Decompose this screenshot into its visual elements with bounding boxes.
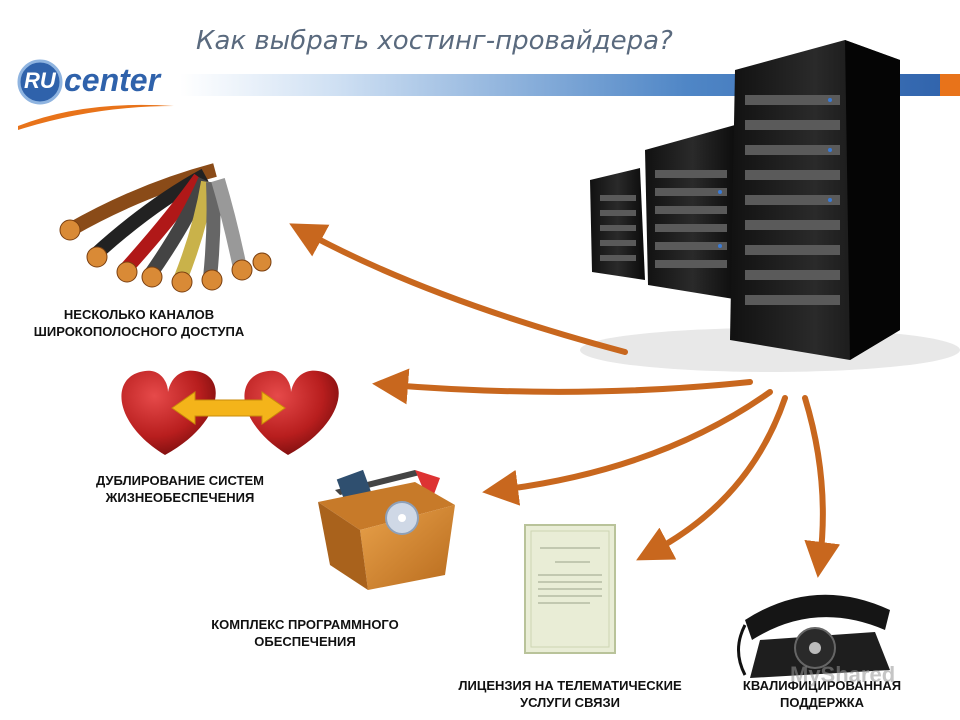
label-redundancy-line2: ЖИЗНЕОБЕСПЕЧЕНИЯ <box>105 490 255 505</box>
label-support-line1: КВАЛИФИЦИРОВАННАЯ <box>742 678 902 693</box>
logo-graphic <box>17 59 174 130</box>
connector-arrows <box>289 223 841 578</box>
label-redundancy-line1: ДУБЛИРОВАНИЕ СИСТЕМ <box>96 473 264 488</box>
label-license-line1: ЛИЦЕНЗИЯ НА ТЕЛЕМАТИЧЕСКИЕ <box>458 678 682 693</box>
logo-swoosh <box>18 104 174 130</box>
hearts-icon <box>121 370 339 455</box>
software-box-icon <box>318 469 455 590</box>
label-support: КВАЛИФИЦИРОВАННАЯ ПОДДЕРЖКА <box>722 677 922 711</box>
label-channels-line2: ШИРОКОПОЛОСНОГО ДОСТУПА <box>33 324 245 339</box>
header-accent-block <box>940 74 960 96</box>
label-channels: НЕСКОЛЬКО КАНАЛОВ ШИРОКОПОЛОСНОГО ДОСТУП… <box>14 306 264 340</box>
label-redundancy: ДУБЛИРОВАНИЕ СИСТЕМ ЖИЗНЕОБЕСПЕЧЕНИЯ <box>70 472 290 506</box>
license-document-icon <box>524 524 616 654</box>
double-arrow-icon <box>171 391 286 425</box>
arrow-to-redundancy <box>372 368 753 405</box>
server-racks-icon <box>580 40 960 372</box>
watermark-text: MyShared <box>790 662 896 687</box>
label-support-line2: ПОДДЕРЖКА <box>779 695 865 710</box>
arrow-to-software <box>482 389 773 506</box>
cables-icon <box>59 163 272 293</box>
arrow-to-support <box>802 395 841 578</box>
label-license: ЛИЦЕНЗИЯ НА ТЕЛЕМАТИЧЕСКИЕ УСЛУГИ СВЯЗИ <box>430 677 710 711</box>
arrow-to-channels <box>289 223 628 355</box>
label-software: КОМПЛЕКС ПРОГРАММНОГО ОБЕСПЕЧЕНИЯ <box>190 616 420 650</box>
label-software-line2: ОБЕСПЕЧЕНИЯ <box>254 634 356 649</box>
slide-title: Как выбрать хостинг-провайдера? <box>196 26 673 56</box>
arrow-to-license <box>636 395 788 561</box>
label-channels-line1: НЕСКОЛЬКО КАНАЛОВ <box>63 307 215 322</box>
rucenter-logo: RU center <box>14 56 184 132</box>
label-software-line1: КОМПЛЕКС ПРОГРАММНОГО <box>211 617 399 632</box>
logo-center-text: center <box>64 62 161 98</box>
telephone-icon <box>737 594 890 678</box>
logo-ru-text: RU <box>24 68 56 93</box>
label-license-line2: УСЛУГИ СВЯЗИ <box>520 695 620 710</box>
